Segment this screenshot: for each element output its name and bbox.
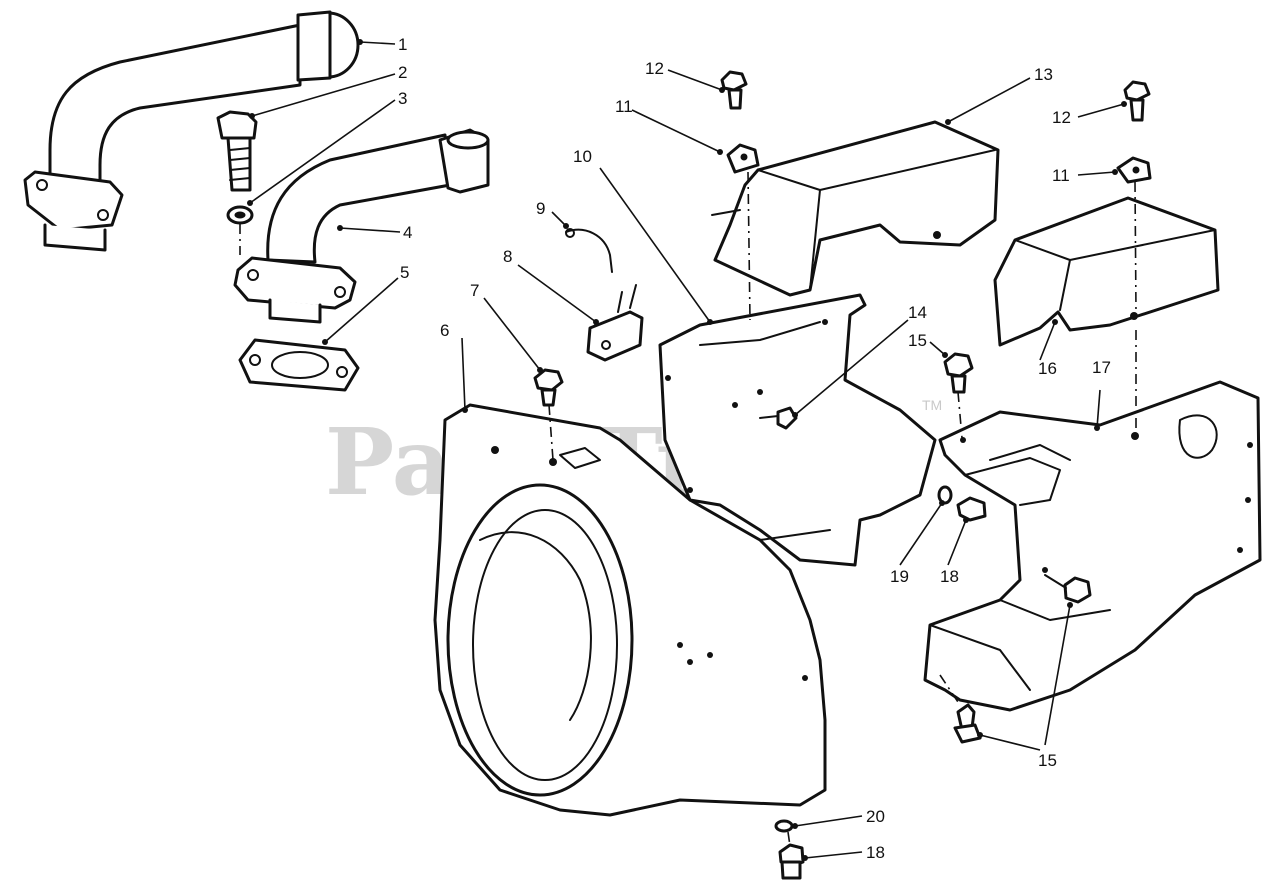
callout-6: 6: [440, 321, 449, 340]
callout-9: 9: [536, 199, 545, 218]
callout-12-right: 12: [1052, 108, 1071, 127]
part-16-cover: [993, 196, 1220, 347]
callout-10: 10: [573, 147, 592, 166]
watermark-trademark: TM: [922, 397, 942, 413]
leader-lines: [249, 41, 1125, 859]
callout-1: 1: [398, 35, 407, 54]
part-8-terminal-block: [586, 284, 644, 362]
part-3-washer: [226, 205, 254, 225]
callout-5: 5: [400, 263, 409, 282]
callout-3: 3: [398, 89, 407, 108]
part-9-wire-lead: [565, 228, 613, 273]
part-15-screw-upper: [943, 352, 974, 439]
part-14-screw: [759, 406, 798, 430]
callout-18-lower: 18: [866, 843, 885, 862]
part-15-screw-lower-right: [1044, 574, 1092, 604]
callout-18-upper: 18: [940, 567, 959, 586]
part-7-screw: [533, 368, 564, 466]
callout-15-upper: 15: [908, 331, 927, 350]
part-10-head-shield: [658, 293, 937, 567]
callout-20: 20: [866, 807, 885, 826]
callout-15-lower: 15: [1038, 751, 1057, 770]
callout-17: 17: [1092, 358, 1111, 377]
part-18-screw-lower: [778, 843, 805, 880]
part-1-muffler-pipe: [23, 10, 360, 252]
callout-labels: 1 2 3 4 5 6 7 8 9 10 11 12 13 12 11 14 1…: [398, 35, 1111, 862]
part-17-side-shield: [923, 380, 1262, 712]
part-2-bolt: [216, 110, 258, 192]
part-15-screw-lower-left: [953, 703, 982, 744]
callout-11-right: 11: [1052, 166, 1070, 185]
callout-2: 2: [398, 63, 407, 82]
callout-4: 4: [403, 223, 412, 242]
leader-dots: [247, 39, 1127, 861]
part-12-bolt-right: [1123, 80, 1151, 122]
alignment-lines: [239, 171, 1137, 847]
part-6-blower-housing: [433, 403, 827, 817]
part-12-bolt-left: [720, 70, 748, 110]
callout-16: 16: [1038, 359, 1057, 378]
part-11-bracket-right: [1116, 156, 1152, 184]
callout-12-left: 12: [645, 59, 664, 78]
callout-11-left: 11: [615, 97, 633, 116]
callout-19: 19: [890, 567, 909, 586]
part-20-washer: [774, 819, 794, 833]
part-13-cover: [711, 120, 1000, 297]
part-11-bracket-left: [726, 143, 760, 174]
callout-14: 14: [908, 303, 927, 322]
part-18-screw-upper: [956, 496, 987, 522]
callout-7: 7: [470, 281, 479, 300]
callout-8: 8: [503, 247, 512, 266]
part-4-exhaust-pipe: [233, 128, 490, 324]
part-5-gasket: [238, 338, 360, 392]
callout-13: 13: [1034, 65, 1053, 84]
